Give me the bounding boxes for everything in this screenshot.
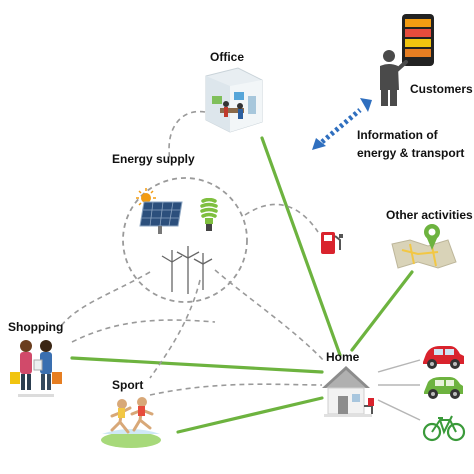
- runners-icon: [101, 397, 161, 448]
- house-icon: [322, 366, 374, 417]
- link-home-office: [260, 136, 342, 357]
- shopping-people-icon: [10, 340, 62, 397]
- information-double-arrow: [312, 98, 372, 150]
- link-dashed-energy-shopping: [57, 271, 151, 331]
- home-label: Home: [326, 350, 360, 364]
- link-home-bike: [377, 399, 421, 421]
- person-with-smartphone-icon: [380, 14, 434, 106]
- link-home-shopping: [70, 356, 324, 374]
- link-home-sport: [176, 396, 324, 434]
- link-dashed-energy-home: [214, 269, 326, 363]
- information-label: Information of: [357, 128, 438, 142]
- energy-transport-label: energy & transport: [357, 146, 465, 160]
- energy-supply-circle: [122, 177, 248, 303]
- link-dashed-energy-fuel: [244, 203, 319, 233]
- electric-car-icon: [424, 377, 463, 399]
- customers-label: Customers: [410, 82, 473, 96]
- link-dashed-shopping-home: [71, 319, 216, 343]
- bicycle-icon: [422, 415, 466, 442]
- office-label: Office: [210, 50, 245, 64]
- shopping-label: Shopping: [8, 320, 64, 334]
- link-dashed-energy-sport: [149, 279, 201, 379]
- wind-turbine-icon: [161, 246, 213, 294]
- car-icon: [423, 346, 464, 369]
- link-home-other-activities: [350, 270, 414, 352]
- link-dashed-home-sport: [149, 383, 323, 396]
- solar-panel-icon: [139, 201, 183, 234]
- energy-supply-label: Energy supply: [112, 152, 195, 166]
- map-pin-icon: [391, 224, 457, 269]
- fuel-pump-icon: [321, 232, 343, 254]
- link-home-car: [377, 359, 421, 373]
- energy-saving-bulb-icon: [200, 198, 218, 231]
- other-activities-label: Other activities: [386, 208, 473, 222]
- sport-label: Sport: [112, 378, 144, 392]
- office-room-icon: [205, 67, 263, 133]
